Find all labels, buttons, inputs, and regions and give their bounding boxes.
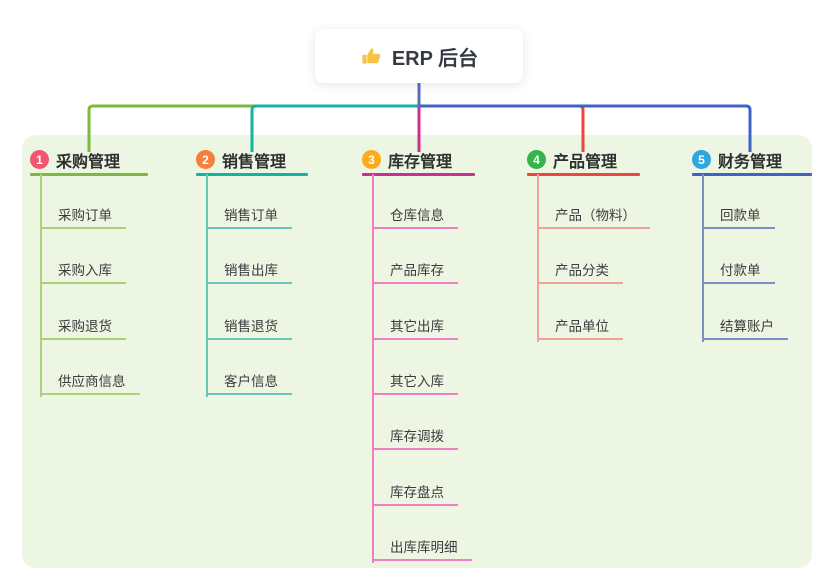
branch-underline — [527, 173, 640, 176]
child-node[interactable]: 销售订单 — [206, 201, 292, 229]
branch-underline — [362, 173, 475, 176]
branch-label: 产品管理 — [553, 153, 618, 171]
children-connector-line — [702, 174, 704, 342]
child-node[interactable]: 供应商信息 — [40, 367, 140, 395]
branch-label: 财务管理 — [718, 153, 783, 171]
branch-label: 采购管理 — [56, 153, 121, 171]
branch-2: 2 销售管理销售订单销售出库销售退货客户信息 — [196, 148, 308, 397]
child-node[interactable]: 采购入库 — [40, 256, 126, 284]
child-node[interactable]: 产品库存 — [372, 256, 458, 284]
children-connector-line — [40, 174, 42, 397]
branch-label: 销售管理 — [222, 153, 287, 171]
branch-5: 5 财务管理回款单付款单结算账户 — [692, 148, 812, 342]
child-node[interactable]: 销售出库 — [206, 256, 292, 284]
branch-number-badge: 4 — [527, 150, 546, 169]
child-node[interactable]: 产品分类 — [537, 256, 623, 284]
root-title: ERP 后台 — [391, 47, 479, 70]
branch-title-4[interactable]: 4 产品管理 — [527, 148, 640, 171]
children-connector-line — [372, 174, 374, 563]
child-node[interactable]: 其它出库 — [372, 312, 458, 340]
branch-title-3[interactable]: 3 库存管理 — [362, 148, 475, 171]
child-node[interactable]: 付款单 — [702, 256, 775, 284]
child-node[interactable]: 库存盘点 — [372, 478, 458, 506]
branch-underline — [196, 173, 308, 176]
branch-number-badge: 1 — [30, 150, 49, 169]
children-connector-line — [206, 174, 208, 397]
branch-3: 3 库存管理仓库信息产品库存其它出库其它入库库存调拨库存盘点出库库明细 — [362, 148, 475, 563]
child-node[interactable]: 产品单位 — [537, 312, 623, 340]
child-node[interactable]: 仓库信息 — [372, 201, 458, 229]
child-node[interactable]: 回款单 — [702, 201, 775, 229]
child-node[interactable]: 采购退货 — [40, 312, 126, 340]
branch-title-5[interactable]: 5 财务管理 — [692, 148, 812, 171]
branch-number-badge: 5 — [692, 150, 711, 169]
root-node[interactable]: ERP 后台 — [315, 29, 523, 83]
branch-label: 库存管理 — [388, 153, 453, 171]
branch-underline — [692, 173, 812, 176]
child-node[interactable]: 产品（物料） — [537, 201, 650, 229]
branches-background-panel — [22, 135, 812, 568]
branch-title-2[interactable]: 2 销售管理 — [196, 148, 308, 171]
child-node[interactable]: 采购订单 — [40, 201, 126, 229]
child-node[interactable]: 出库库明细 — [372, 533, 472, 561]
thumbs-up-icon — [362, 47, 381, 64]
branch-number-badge: 2 — [196, 150, 215, 169]
child-node[interactable]: 销售退货 — [206, 312, 292, 340]
children-connector-line — [537, 174, 539, 342]
branch-4: 4 产品管理产品（物料） 产品分类产品单位 — [527, 148, 650, 342]
branch-number-badge: 3 — [362, 150, 381, 169]
child-node[interactable]: 其它入库 — [372, 367, 458, 395]
branch-underline — [30, 173, 148, 176]
child-node[interactable]: 结算账户 — [702, 312, 788, 340]
branch-title-1[interactable]: 1 采购管理 — [30, 148, 148, 171]
child-node[interactable]: 库存调拨 — [372, 422, 458, 450]
child-node[interactable]: 客户信息 — [206, 367, 292, 395]
branch-1: 1 采购管理采购订单采购入库采购退货供应商信息 — [30, 148, 148, 397]
